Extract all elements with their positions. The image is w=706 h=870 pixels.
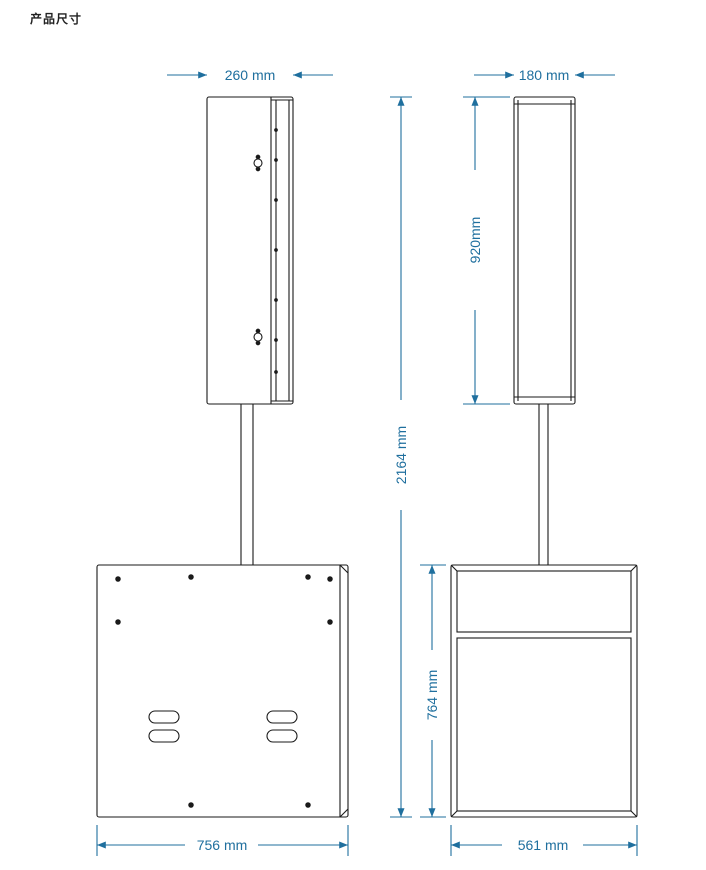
dim-label-top-width: 260 mm xyxy=(225,67,276,83)
pole-side xyxy=(240,404,254,565)
dim-total-height xyxy=(390,96,412,818)
subwoofer-side xyxy=(96,564,349,818)
top-speaker-front xyxy=(513,96,576,405)
dim-sub-depth xyxy=(450,825,638,856)
front-view xyxy=(450,96,638,818)
dim-label-total-height: 2164 mm xyxy=(393,426,409,484)
top-speaker-side xyxy=(206,96,294,405)
pole-front xyxy=(538,404,549,565)
dim-label-top-depth: 180 mm xyxy=(519,67,570,83)
dim-sub-height xyxy=(420,564,446,818)
page-title: 产品尺寸 xyxy=(30,12,83,26)
dim-label-sub-width: 756 mm xyxy=(197,837,248,853)
side-view xyxy=(96,96,349,818)
subwoofer-front xyxy=(450,564,638,818)
dim-label-sub-height: 764 mm xyxy=(424,670,440,721)
dim-label-sub-depth: 561 mm xyxy=(518,837,569,853)
dim-label-top-height: 920mm xyxy=(467,217,483,264)
dim-top-height xyxy=(463,96,510,405)
dim-sub-width xyxy=(96,825,349,856)
